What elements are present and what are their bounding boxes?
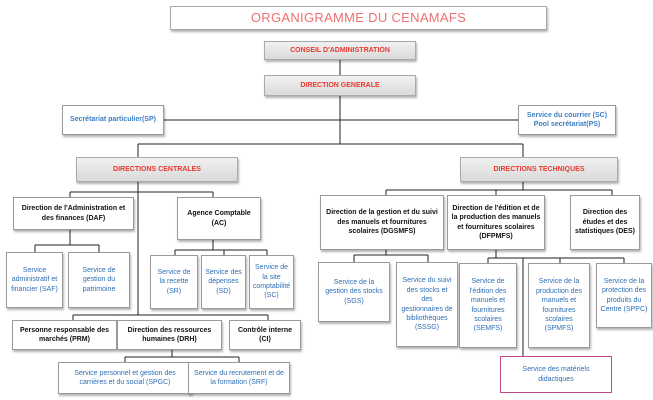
node-dgsmfs: Direction de la gestion et du suivi des … [320, 195, 444, 250]
node-srf: Service du recrutement et de la formatio… [188, 362, 290, 394]
node-direction-generale: DIRECTION GENERALE [264, 75, 416, 96]
chart-title: ORGANIGRAMME DU CENAMAFS [170, 6, 547, 30]
node-daf: Direction de l'Administration et des fin… [13, 197, 134, 230]
node-controle-interne: Contrôle interne (CI) [229, 320, 301, 350]
node-spgc: Service personnel et gestion des carrièr… [58, 362, 192, 394]
node-sr: Service de la recette (SR) [150, 255, 198, 309]
node-directions-centrales: DIRECTIONS CENTRALES [76, 157, 238, 182]
node-semfs: Service de l'édition des manuels et four… [459, 263, 517, 348]
node-sd: Service des dépenses (SD) [201, 255, 246, 309]
node-sgp: Service de gestion du patrimoine [68, 252, 130, 308]
node-secretariat-particulier: Secrétariat particulier(SP) [62, 105, 164, 135]
node-saf: Service administratif et financier (SAF) [6, 252, 63, 308]
node-sc-compta: Service de la site comptabilité (SC) [249, 255, 294, 309]
node-prm: Personne responsable des marchés (PRM) [12, 320, 117, 350]
node-sppc: Service de la protection des produits du… [596, 263, 652, 328]
node-sgs: Service de la gestion des stocks (SGS) [318, 262, 390, 322]
node-agence-comptable: Agence Comptable (AC) [177, 197, 261, 240]
node-directions-techniques: DIRECTIONS TECHNIQUES [460, 157, 618, 182]
node-des: Direction des études et des statistiques… [570, 195, 640, 250]
node-conseil-administration: CONSEIL D'ADMINISTRATION [264, 41, 416, 60]
node-dfpmfs: Direction de l'édition et de la producti… [447, 195, 545, 250]
node-service-courrier: Service du courrier (SC) Pool secrétaria… [518, 105, 616, 135]
node-spmfs: Service de la production des manuels et … [528, 263, 590, 348]
node-sssg: Service du suivi des stocks et des gesti… [396, 262, 458, 347]
node-materiels-didactiques: Service des matériels didactiques [500, 356, 612, 393]
node-drh: Direction des ressources humaines (DRH) [117, 320, 222, 350]
